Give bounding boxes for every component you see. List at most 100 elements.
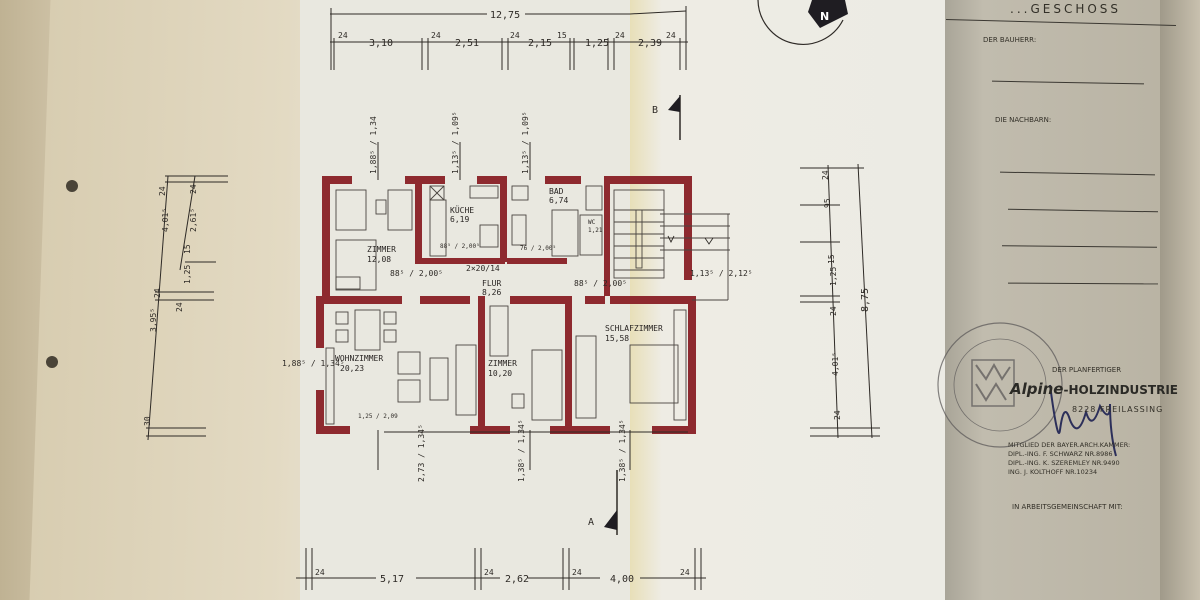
svg-text:24: 24 bbox=[572, 568, 582, 577]
svg-text:2,51: 2,51 bbox=[455, 38, 479, 49]
svg-text:1,88⁵ / 1,34⁵: 1,88⁵ / 1,34⁵ bbox=[282, 359, 345, 368]
walls bbox=[316, 176, 696, 434]
svg-text:1,21: 1,21 bbox=[588, 227, 603, 234]
svg-text:95: 95 bbox=[823, 198, 832, 208]
dimension-left bbox=[146, 175, 228, 441]
north-arrow-icon: N bbox=[757, 0, 848, 45]
svg-text:3,10: 3,10 bbox=[369, 38, 393, 49]
svg-text:24: 24 bbox=[175, 302, 184, 312]
svg-text:20,23: 20,23 bbox=[340, 364, 364, 373]
svg-text:15,58: 15,58 bbox=[605, 334, 629, 343]
svg-text:24: 24 bbox=[833, 410, 842, 420]
member-line: MITGLIED DER BAYER.ARCH.KAMMER: bbox=[1008, 441, 1131, 449]
client-label: DER BAUHERR: bbox=[983, 36, 1037, 44]
paper-edge bbox=[1160, 0, 1200, 600]
member-line: ING. J. KOLTHOFF NR.10234 bbox=[1008, 468, 1098, 476]
svg-text:88⁵ / 2,00⁵: 88⁵ / 2,00⁵ bbox=[574, 279, 627, 288]
svg-text:B: B bbox=[652, 105, 658, 116]
window-labels-bottom: 2,73 / 1,34⁵ 1,38⁵ / 1,34⁵ 1,38⁵ / 1,34⁵ bbox=[417, 419, 627, 482]
svg-text:A: A bbox=[588, 517, 594, 528]
company-name: Alpine-HOLZINDUSTRIE bbox=[1010, 380, 1178, 398]
room-zimmer-1: ZIMMER bbox=[367, 245, 396, 254]
svg-text:4,00: 4,00 bbox=[610, 574, 634, 585]
svg-text:1,38⁵ / 1,34⁵: 1,38⁵ / 1,34⁵ bbox=[517, 419, 526, 482]
svg-text:4,01⁵: 4,01⁵ bbox=[831, 352, 840, 376]
window-dims-bottom bbox=[377, 430, 688, 470]
svg-text:1,25: 1,25 bbox=[829, 267, 838, 286]
svg-text:1,13⁵ / 1,09⁵: 1,13⁵ / 1,09⁵ bbox=[521, 111, 530, 174]
dim-bottom-segments: 24 5,17 24 2,62 24 4,00 24 bbox=[315, 568, 690, 585]
svg-text:8,75: 8,75 bbox=[860, 288, 871, 312]
svg-text:15: 15 bbox=[183, 244, 192, 254]
svg-text:2×20/14: 2×20/14 bbox=[466, 264, 500, 273]
svg-text:24: 24 bbox=[315, 568, 325, 577]
svg-text:12,08: 12,08 bbox=[367, 255, 391, 264]
company-place: 8228 FREILASSING bbox=[1072, 405, 1164, 414]
svg-text:2,61⁵: 2,61⁵ bbox=[189, 208, 198, 232]
svg-text:1,88⁵ / 1,34: 1,88⁵ / 1,34 bbox=[369, 116, 378, 174]
svg-text:8,26: 8,26 bbox=[482, 288, 501, 297]
svg-text:1,25: 1,25 bbox=[183, 265, 192, 284]
member-line: DIPL.-ING. F. SCHWARZ NR.8986 bbox=[1008, 450, 1113, 458]
title-block-heading: ...GESCHOSS bbox=[1010, 2, 1122, 16]
company-suffix: -HOLZINDUSTRIE bbox=[1063, 383, 1178, 397]
svg-text:88⁵ / 2,00⁵: 88⁵ / 2,00⁵ bbox=[390, 269, 443, 278]
svg-text:24: 24 bbox=[666, 31, 676, 40]
svg-text:24: 24 bbox=[680, 568, 690, 577]
svg-text:5,17: 5,17 bbox=[380, 574, 404, 585]
planner-label: DER PLANFERTIGER bbox=[1052, 366, 1122, 374]
company-brand: Alpine bbox=[1010, 380, 1064, 398]
svg-text:24: 24 bbox=[189, 184, 198, 194]
section-marker-b: B bbox=[652, 95, 681, 140]
dimension-right bbox=[800, 163, 880, 439]
svg-text:24: 24 bbox=[158, 186, 167, 196]
svg-text:2,62: 2,62 bbox=[505, 574, 529, 585]
svg-text:1,25: 1,25 bbox=[585, 38, 609, 49]
section-marker-a: A bbox=[588, 470, 618, 535]
svg-text:1,13⁵ / 2,12⁵: 1,13⁵ / 2,12⁵ bbox=[690, 269, 753, 278]
svg-text:2,39: 2,39 bbox=[638, 38, 662, 49]
dim-left-labels: 30 3,95⁵ 24 4,01⁵ 24 24 1,25 15 2,61⁵ 24 bbox=[143, 184, 198, 426]
svg-text:24: 24 bbox=[153, 288, 162, 298]
architect-stamp bbox=[937, 322, 1063, 448]
room-zimmer-2: ZIMMER bbox=[488, 359, 517, 368]
room-wohnzimmer: WOHNZIMMER bbox=[335, 354, 383, 363]
dim-top-segments: 24 3,10 24 2,51 24 2,15 15 1,25 24 2,39 … bbox=[338, 31, 676, 49]
svg-text:N: N bbox=[820, 10, 829, 23]
svg-text:4,01⁵: 4,01⁵ bbox=[161, 208, 170, 232]
dimension-top bbox=[330, 6, 688, 70]
room-flur: FLUR bbox=[482, 279, 501, 288]
svg-text:24: 24 bbox=[338, 31, 348, 40]
svg-text:24: 24 bbox=[829, 306, 838, 316]
svg-text:1,13⁵ / 1,09⁵: 1,13⁵ / 1,09⁵ bbox=[451, 111, 460, 174]
svg-text:6,74: 6,74 bbox=[549, 196, 568, 205]
svg-text:24: 24 bbox=[510, 31, 520, 40]
member-line: DIPL.-ING. K. SZEREMLEY NR.9490 bbox=[1008, 459, 1120, 467]
svg-text:30: 30 bbox=[143, 416, 152, 426]
svg-text:3,95⁵: 3,95⁵ bbox=[149, 308, 158, 332]
svg-text:76 / 2,00⁵: 76 / 2,00⁵ bbox=[520, 245, 556, 252]
svg-text:24: 24 bbox=[484, 568, 494, 577]
svg-text:15: 15 bbox=[827, 254, 836, 264]
room-wc: WC bbox=[588, 219, 596, 226]
svg-text:10,20: 10,20 bbox=[488, 369, 512, 378]
title-block-sheet bbox=[945, 0, 1200, 600]
punch-hole bbox=[46, 356, 58, 368]
svg-text:2,73 / 1,34⁵: 2,73 / 1,34⁵ bbox=[417, 424, 426, 482]
svg-text:1,38⁵ / 1,34⁵: 1,38⁵ / 1,34⁵ bbox=[618, 419, 627, 482]
room-bad: BAD bbox=[549, 187, 564, 196]
svg-text:24: 24 bbox=[615, 31, 625, 40]
room-labels: ZIMMER 12,08 KÜCHE 6,19 BAD 6,74 WC 1,21… bbox=[335, 187, 663, 378]
room-schlafzimmer: SCHLAFZIMMER bbox=[605, 324, 663, 333]
svg-text:15: 15 bbox=[557, 31, 567, 40]
svg-text:88⁵ / 2,00⁵: 88⁵ / 2,00⁵ bbox=[440, 243, 480, 250]
punch-hole bbox=[66, 180, 78, 192]
svg-text:24: 24 bbox=[431, 31, 441, 40]
svg-text:2,15: 2,15 bbox=[528, 38, 552, 49]
dim-overall-width: 12,75 bbox=[490, 10, 520, 21]
dim-right-labels: 24 95 15 1,25 24 4,01⁵ 24 8,75 bbox=[821, 170, 871, 420]
svg-text:1,25 / 2,09: 1,25 / 2,09 bbox=[358, 413, 398, 420]
room-kueche: KÜCHE bbox=[450, 205, 474, 215]
member-list: MITGLIED DER BAYER.ARCH.KAMMER: DIPL.-IN… bbox=[1008, 441, 1168, 477]
